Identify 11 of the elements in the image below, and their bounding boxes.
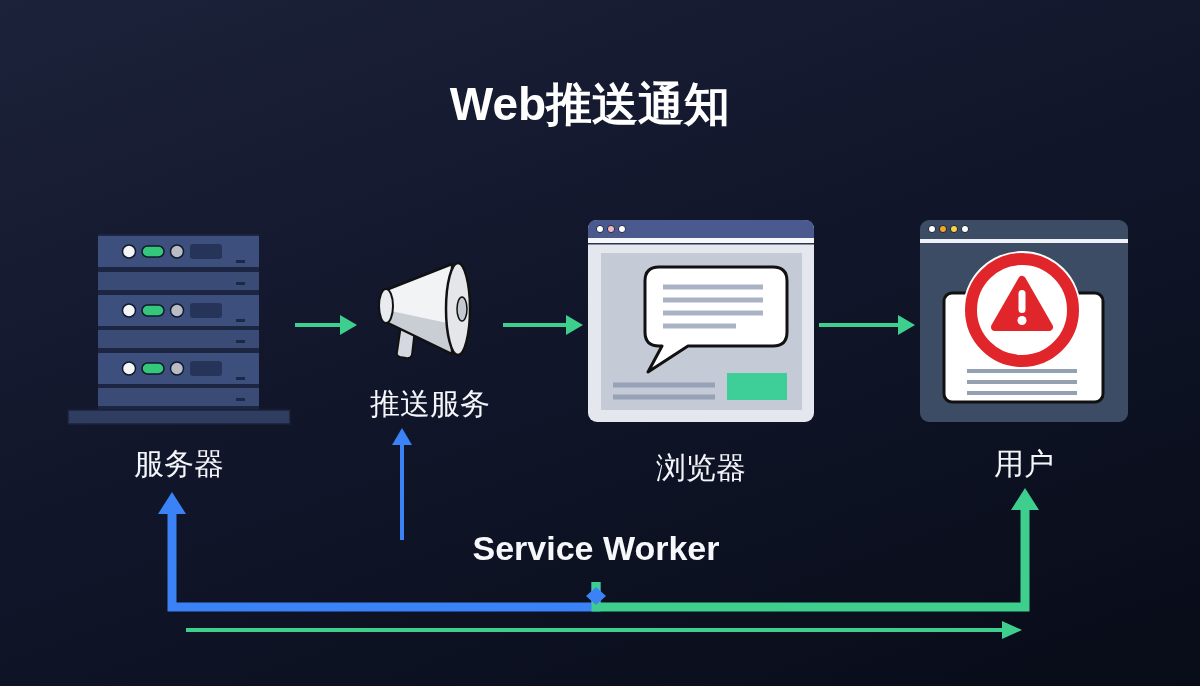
arrow (503, 315, 583, 335)
arrow (295, 315, 357, 335)
arrow (819, 315, 915, 335)
node-label: 用户 (994, 446, 1054, 482)
arrow (392, 428, 412, 540)
node-label: 浏览器 (656, 450, 746, 486)
node-label: 服务器 (134, 446, 224, 482)
diagram-title: Web推送通知 (449, 77, 731, 132)
arrow (591, 488, 1039, 612)
node-label: 推送服务 (370, 386, 490, 422)
node-label: Service Worker (472, 528, 720, 580)
